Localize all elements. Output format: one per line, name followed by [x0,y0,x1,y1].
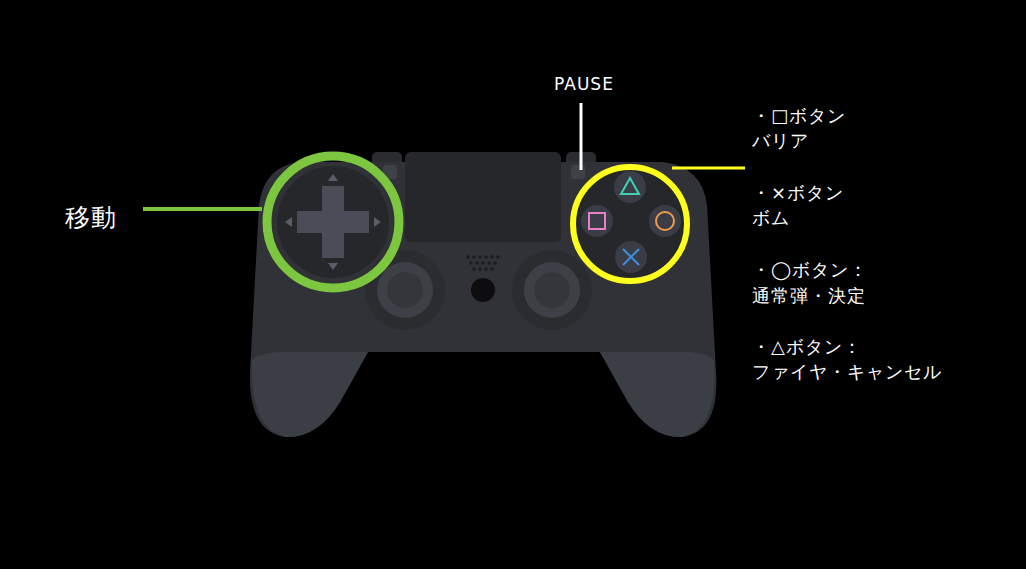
action-text: ボム [752,207,790,229]
highlight-ring [267,156,399,288]
dpad-arrows [285,174,381,270]
square-symbol [589,213,605,229]
action-text: バリア [752,130,809,152]
options-button [571,165,585,179]
ps-button [471,278,495,302]
triangle-symbol [621,178,639,194]
stick-base [512,250,592,330]
button-name: ・×ボタン [752,182,844,204]
thumbstick [524,262,580,318]
control-label: 移動 [65,203,117,233]
square-button [581,205,613,237]
button-name: ・◯ボタン： [752,259,868,281]
highlight-ring [573,167,687,281]
thumbstick [377,262,433,318]
circle-button [649,205,681,237]
action-text: 通常弾・決定 [752,285,866,307]
leader-line [580,103,583,170]
speaker [466,255,500,271]
circle-symbol [656,212,674,230]
thumbstick-top [534,272,570,308]
grip [600,352,714,437]
action-text: ファイヤ・キャンセル [752,361,942,383]
dpad-well [277,166,389,278]
cross-symbol [623,249,639,265]
cross-button [615,241,647,273]
thumbstick-top [387,272,423,308]
triangle-button [614,171,646,203]
button-name: ・□ボタン [752,105,846,127]
leader-line [672,167,745,170]
grip [252,352,368,437]
leader-line [143,207,262,211]
button-name: ・△ボタン： [752,336,862,358]
dpad [297,186,369,258]
stick-base [365,250,445,330]
touchpad [405,152,561,242]
control-label: PAUSE [554,74,614,94]
